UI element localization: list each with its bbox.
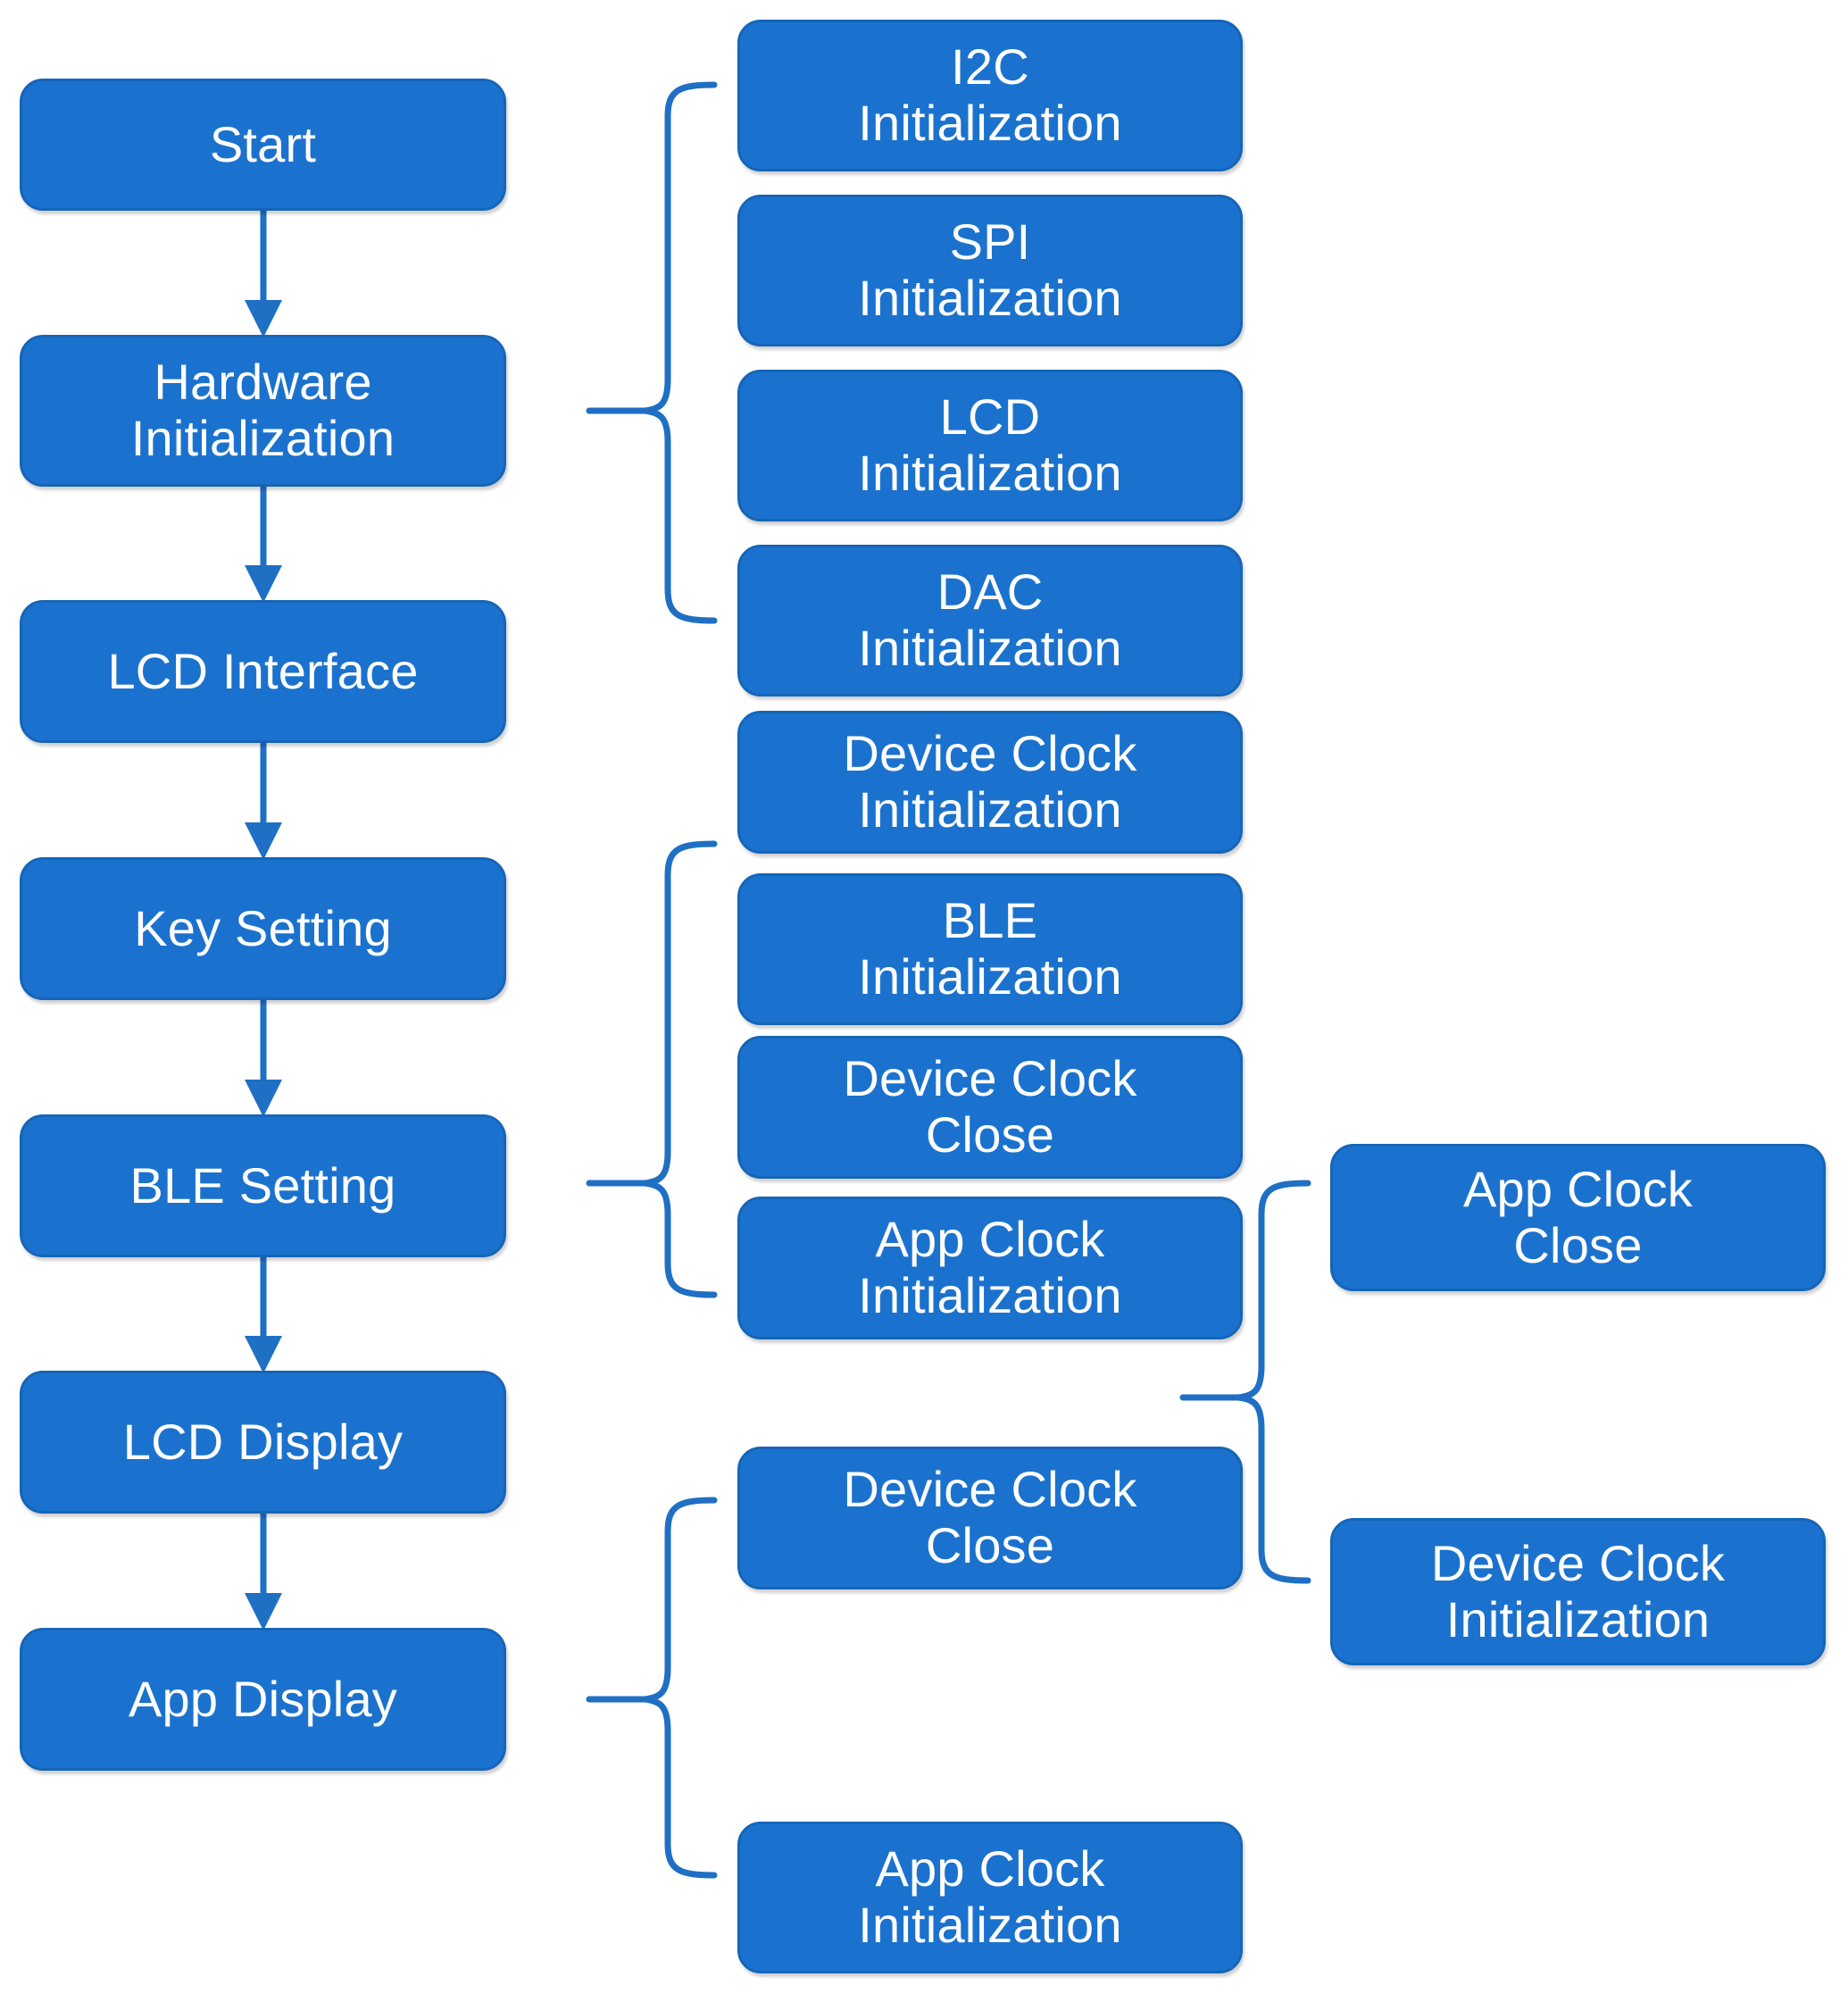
arrow-lcd-interface-to-key-setting — [245, 743, 282, 860]
node-device-clock-initialization-1[interactable]: Device Clock Initialization — [737, 711, 1243, 854]
node-lcd-interface[interactable]: LCD Interface — [20, 600, 506, 743]
node-device-clock-initialization-2[interactable]: Device Clock Initialization — [1330, 1518, 1826, 1665]
brace-app-display — [586, 1497, 718, 1879]
node-ble-setting[interactable]: BLE Setting — [20, 1114, 506, 1257]
node-app-clock-initialization-2[interactable]: App Clock Initialization — [737, 1822, 1243, 1973]
node-device-clock-close-1[interactable]: Device Clock Close — [737, 1036, 1243, 1179]
node-spi-initialization[interactable]: SPI Initialization — [737, 195, 1243, 346]
node-start[interactable]: Start — [20, 79, 506, 211]
arrow-key-setting-to-ble-setting — [245, 1000, 282, 1117]
node-i2c-initialization[interactable]: I2C Initialization — [737, 20, 1243, 171]
node-app-clock-initialization-1[interactable]: App Clock Initialization — [737, 1197, 1243, 1339]
arrow-ble-setting-to-lcd-display — [245, 1257, 282, 1373]
brace-ble-setting — [586, 840, 718, 1298]
arrow-lcd-display-to-app-display — [245, 1514, 282, 1631]
node-app-display[interactable]: App Display — [20, 1628, 506, 1771]
arrow-start-to-hardware-initialization — [245, 211, 282, 338]
node-device-clock-close-2[interactable]: Device Clock Close — [737, 1447, 1243, 1589]
arrow-hardware-initialization-to-lcd-interface — [245, 487, 282, 603]
node-lcd-display[interactable]: LCD Display — [20, 1371, 506, 1514]
node-lcd-initialization[interactable]: LCD Initialization — [737, 370, 1243, 521]
brace-hardware-initialization — [586, 81, 718, 624]
node-ble-initialization[interactable]: BLE Initialization — [737, 873, 1243, 1025]
node-key-setting[interactable]: Key Setting — [20, 857, 506, 1000]
node-dac-initialization[interactable]: DAC Initialization — [737, 545, 1243, 697]
node-hardware-initialization[interactable]: Hardware Initialization — [20, 335, 506, 487]
node-app-clock-close[interactable]: App Clock Close — [1330, 1144, 1826, 1291]
